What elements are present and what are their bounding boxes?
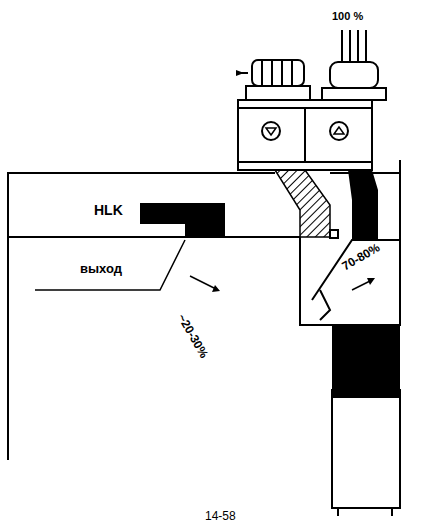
flow-percent: ~20-30% xyxy=(175,312,211,360)
percent-label: 100 % xyxy=(332,10,363,22)
part-name: HLK xyxy=(94,203,123,218)
flow-percent: 70-80% xyxy=(340,241,382,273)
outlet-label: выход xyxy=(80,262,122,276)
figure-caption: 14-58 xyxy=(205,510,236,523)
